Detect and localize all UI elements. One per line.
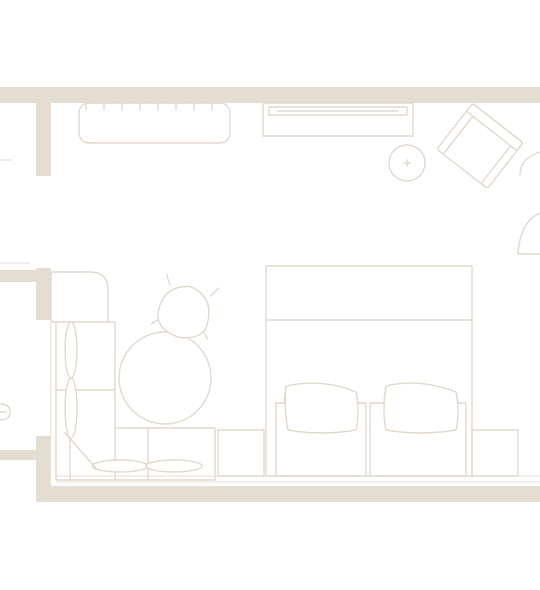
desk xyxy=(262,102,414,137)
left-wall-upper xyxy=(36,103,51,176)
double-bed xyxy=(265,265,473,477)
door-swing xyxy=(517,151,540,255)
bottom-wall xyxy=(36,486,540,502)
corridor-fixture xyxy=(0,403,11,421)
dining-chair xyxy=(150,273,220,340)
wall-cabinet xyxy=(78,102,231,144)
side-table xyxy=(388,144,426,182)
corridor-wall-stub xyxy=(0,270,36,282)
corridor-wall-stub-lower xyxy=(0,450,36,460)
left-wall-lower-top xyxy=(36,268,51,320)
pillow xyxy=(275,382,367,477)
walls xyxy=(0,87,540,502)
round-table xyxy=(118,331,212,425)
left-wall-lower xyxy=(36,436,51,502)
lounge-chair xyxy=(437,103,523,189)
bench-cushions xyxy=(63,321,203,473)
nightstand xyxy=(471,429,519,477)
top-wall xyxy=(0,87,540,103)
pillow xyxy=(369,382,467,477)
nightstand xyxy=(217,429,265,477)
